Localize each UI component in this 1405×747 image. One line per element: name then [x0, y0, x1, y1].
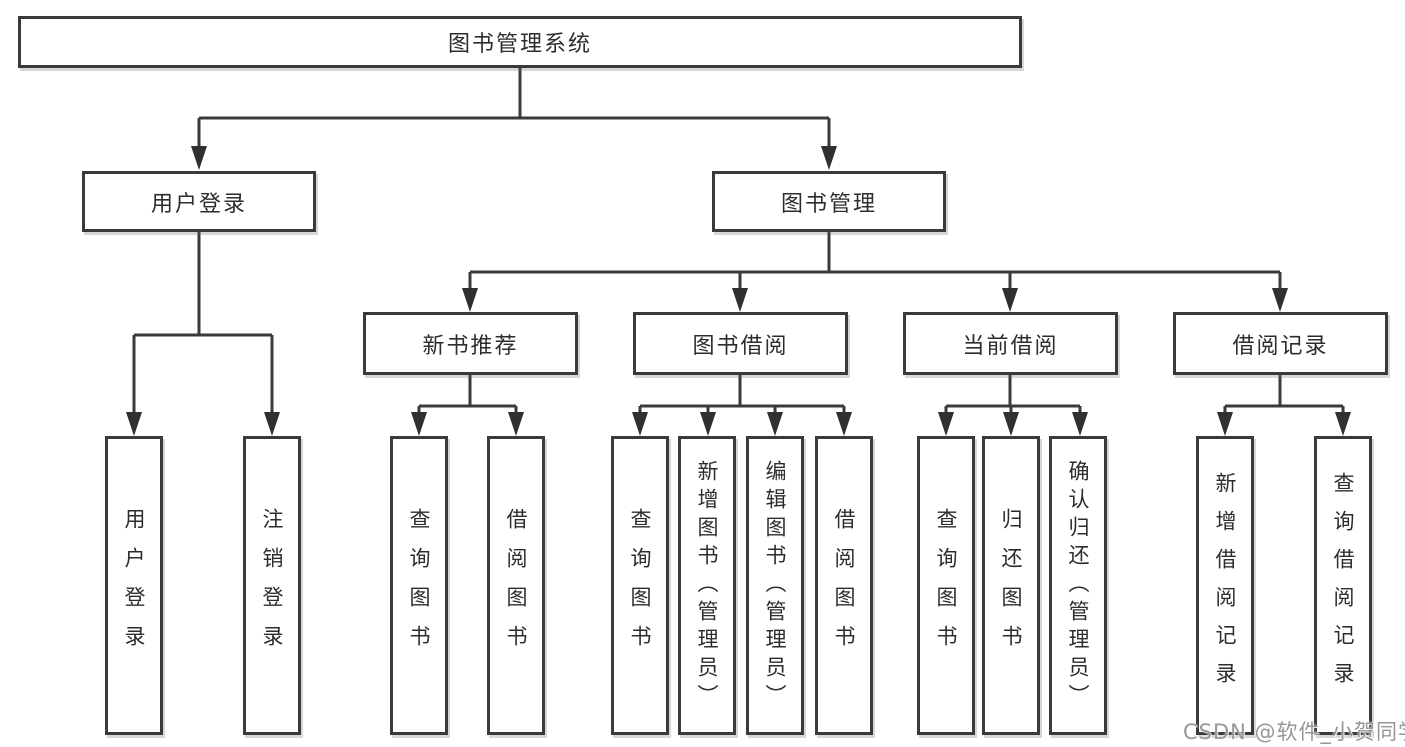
node-new-book-rec: 新书推荐	[363, 312, 578, 375]
leaf-query-borrow-record: 查询借阅记录	[1314, 436, 1372, 735]
node-borrow-records: 借阅记录	[1173, 312, 1388, 375]
edge-current-borrow-to-leaves	[938, 375, 1088, 436]
watermark: CSDN @软件_小贺同学	[1183, 720, 1405, 744]
leaf-confirm-return-admin: 确认归还（管理员）	[1049, 436, 1107, 735]
leaf-borrow-books: 借阅图书	[815, 436, 873, 735]
leaf-add-books-admin: 新增图书（管理员）	[678, 436, 736, 735]
node-book-borrow: 图书借阅	[633, 312, 848, 375]
leaf-logout: 注销登录	[243, 436, 301, 735]
leaf-user-login: 用户登录	[105, 436, 163, 735]
node-book-mgmt: 图书管理	[712, 171, 946, 232]
leaf-add-borrow-record: 新增借阅记录	[1196, 436, 1254, 735]
edge-borrow-records-to-leaves	[1217, 375, 1351, 436]
edge-root-to-level2	[191, 68, 837, 170]
leaf-return-books: 归还图书	[982, 436, 1040, 735]
leaf-query-books-rec: 查询图书	[390, 436, 448, 735]
node-root: 图书管理系统	[18, 16, 1022, 68]
edge-new-book-rec-to-leaves	[411, 375, 524, 436]
leaf-query-books-current: 查询图书	[917, 436, 975, 735]
node-current-borrow: 当前借阅	[903, 312, 1118, 375]
leaf-query-books-borrow: 查询图书	[611, 436, 669, 735]
edge-user-login-to-leaves	[126, 232, 280, 436]
leaf-edit-books-admin: 编辑图书（管理员）	[746, 436, 804, 735]
edge-book-borrow-to-leaves	[632, 375, 852, 436]
edge-book-mgmt-to-level3	[462, 232, 1288, 312]
leaf-borrow-books-rec: 借阅图书	[487, 436, 545, 735]
node-user-login: 用户登录	[82, 171, 316, 232]
